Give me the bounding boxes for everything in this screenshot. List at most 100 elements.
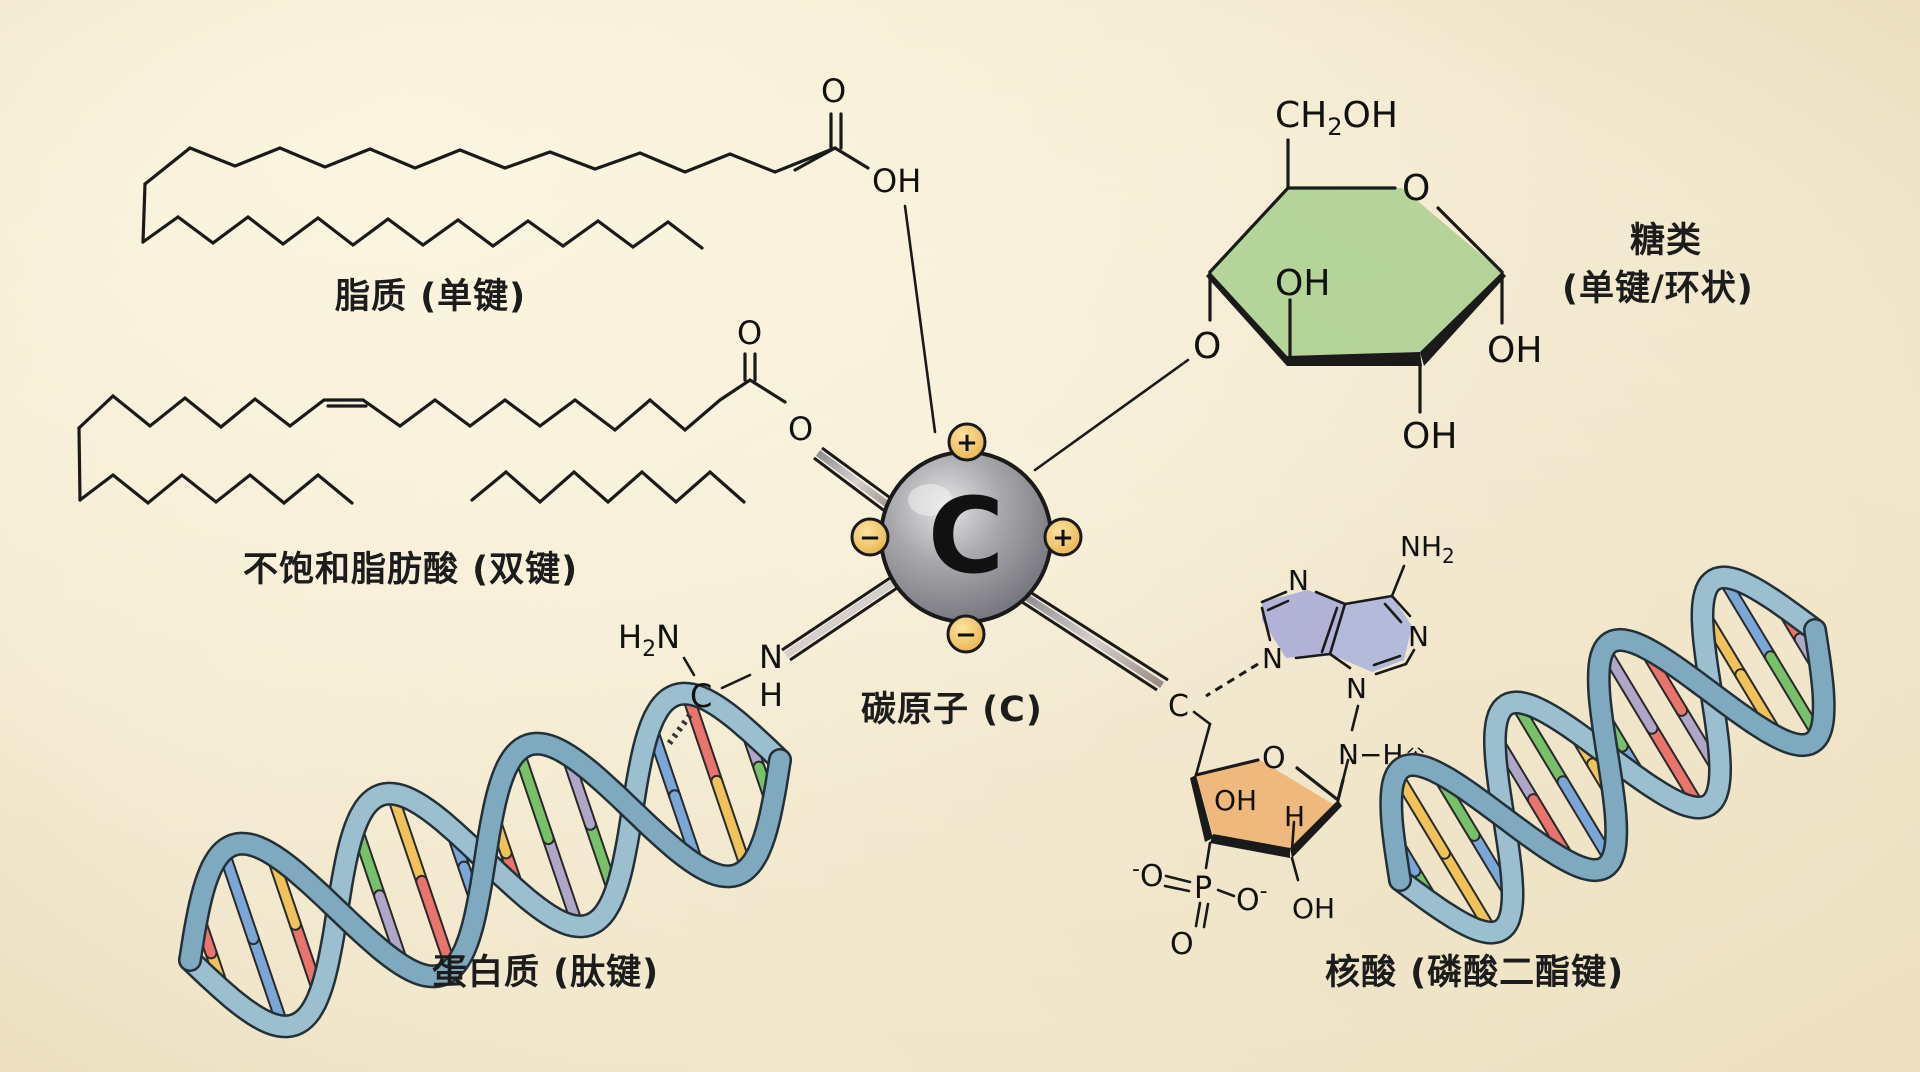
base-pair — [543, 834, 583, 931]
base-pair — [712, 776, 752, 874]
protein-h2n: H2N — [618, 618, 680, 662]
p-o-bottom-double-b — [1202, 902, 1210, 929]
label-nucleic-acid: 核酸 (磷酸二酯键) — [1325, 953, 1625, 993]
adenine-five-ring-fill — [1262, 590, 1345, 658]
lipid-chain-upper — [143, 146, 837, 186]
charge-top-plus: + — [947, 422, 987, 462]
ribose-wedge-left — [1190, 775, 1213, 842]
protein-h: H — [759, 676, 783, 714]
base-pair — [387, 789, 427, 886]
adenine-bond — [1320, 606, 1339, 654]
base-pair — [218, 846, 258, 944]
nucleic-acid-helix — [1379, 565, 1836, 945]
ufa-chain-lower-left — [78, 472, 354, 506]
ribose-h: H — [1284, 800, 1305, 833]
lipid-structure: O OH — [141, 72, 921, 250]
label-protein: 蛋白质 (肽键) — [432, 953, 660, 993]
adenine-bond — [1383, 602, 1403, 624]
base-pair — [1766, 652, 1823, 741]
base-pair — [513, 746, 553, 844]
charge-symbol: − — [955, 620, 977, 650]
glucose-ring-o: O — [1402, 168, 1430, 209]
phosphate-o-right: O- — [1236, 879, 1268, 918]
p-o-bond — [1216, 888, 1236, 898]
p-o-double-a — [1164, 874, 1192, 884]
adenine-bond — [1390, 594, 1412, 618]
carbon-to-lipid-bond — [903, 204, 937, 434]
ribose-oh-bond — [1290, 856, 1300, 882]
phosphate-p: P — [1194, 871, 1212, 906]
base-pair — [1558, 777, 1616, 866]
adenine-n4: N — [1346, 672, 1367, 705]
label-unsaturated-fatty-acid: 不饱和脂肪酸 (双键) — [243, 550, 579, 590]
glucose-wedge-bottom — [1287, 352, 1422, 366]
base-pair — [1392, 769, 1449, 858]
adenine-bond — [1343, 594, 1394, 606]
carbon-to-sugar-bond — [1033, 358, 1190, 472]
adenine-bond — [1266, 599, 1290, 612]
glucose-structure: CH2OH O O OH OH OH — [1193, 95, 1542, 457]
adenine-n2: N — [1408, 620, 1429, 653]
ribose-wedge-right — [1290, 800, 1342, 858]
ribose-oh-bottom: OH — [1292, 892, 1335, 925]
charge-bottom-minus: − — [946, 614, 986, 654]
glucose-bond-upper-right — [1436, 206, 1504, 274]
ufa-chain-vertical — [77, 426, 82, 502]
phosphate-o-left: -O — [1132, 857, 1164, 894]
ufa-chain-upper — [77, 393, 722, 433]
charge-right-plus: + — [1043, 517, 1083, 557]
n-n-bond — [1350, 704, 1360, 732]
adenine-bond — [1328, 652, 1352, 670]
hydrogen-bond-dashed — [1205, 662, 1259, 698]
ufa-carbonyl-o: O — [737, 314, 762, 352]
c-n-bond — [720, 673, 752, 690]
ribose-wedge-bottom — [1210, 834, 1290, 858]
ufa-ester-bonds — [718, 378, 787, 404]
adenine-bond — [1404, 648, 1416, 666]
charge-left-minus: − — [850, 517, 890, 557]
label-sugar-subtitle: (单键/环状) — [1562, 269, 1754, 309]
adenine-bond — [1374, 662, 1408, 676]
adenine-bond — [1328, 602, 1347, 656]
ch2-ribose-bond — [1194, 722, 1212, 777]
adenine-n3: N — [1262, 642, 1283, 675]
lipid-hydroxyl: OH — [872, 162, 921, 200]
glucose-wedge-right — [1420, 272, 1506, 366]
charge-symbol: + — [956, 428, 978, 458]
adenine-six-ring-fill — [1330, 596, 1412, 672]
adenine-bond — [1260, 590, 1288, 604]
glucose-link-o: O — [1193, 326, 1221, 367]
ribose-ring-fill — [1196, 760, 1336, 852]
ribose-oh: OH — [1214, 784, 1257, 817]
glucose-oh-right: OH — [1487, 330, 1542, 371]
lipid-carbonyl-o: O — [821, 72, 846, 110]
label-carbon-atom: 碳原子 (C) — [861, 690, 1043, 730]
helix-strand — [180, 734, 790, 986]
h2n-c-bond — [682, 656, 696, 677]
protein-c: C — [690, 677, 712, 715]
phosphate-o-bottom: O — [1170, 927, 1194, 962]
carbon-atom: C + + − − — [850, 422, 1083, 654]
ribose-bond — [1194, 758, 1260, 777]
base-pair — [248, 934, 288, 1031]
glucose-ch2oh: CH2OH — [1275, 95, 1398, 141]
carbon-symbol: C — [928, 475, 1004, 597]
base-pair — [1599, 644, 1657, 733]
p-o-bottom-double-a — [1194, 901, 1202, 928]
ufa-chain-lower-right — [470, 469, 746, 505]
hash-bond — [665, 713, 693, 747]
lipid-carboxyl-bonds — [793, 146, 870, 172]
charge-symbol: + — [1052, 523, 1074, 553]
protein-n: N — [759, 638, 783, 676]
glucose-oh-bottom: OH — [1402, 416, 1457, 457]
ribose-p-bond — [1204, 841, 1212, 870]
adenine-n1: N — [1288, 564, 1309, 597]
nucleic-c: C — [1168, 689, 1189, 724]
glucose-ring-fill — [1210, 188, 1502, 360]
base-pair — [682, 689, 722, 786]
adenine-nh2-bond — [1390, 564, 1406, 598]
helix-strand — [1381, 620, 1834, 890]
glucose-wedge-left — [1206, 272, 1287, 366]
c-ch2-bond — [1192, 710, 1212, 726]
